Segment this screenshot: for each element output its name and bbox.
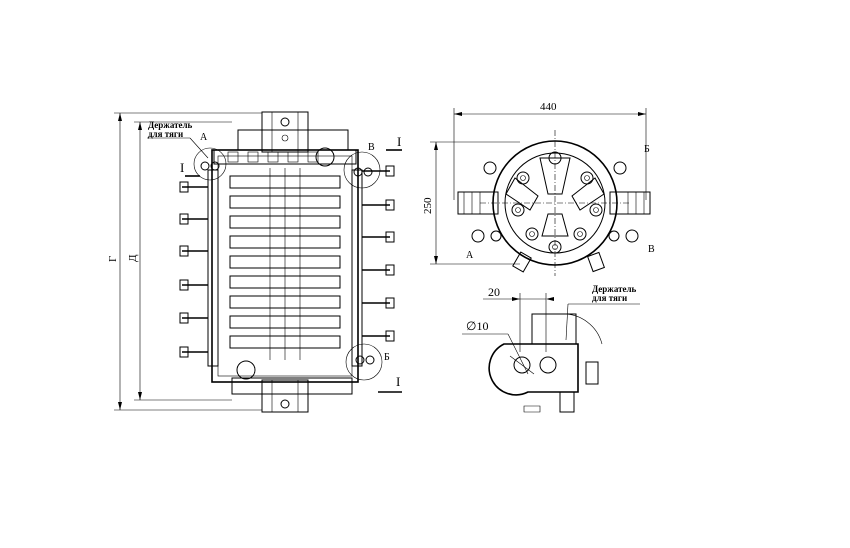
top-bracket	[237, 111, 349, 153]
view-letter-b-front: Б	[384, 352, 390, 363]
detail-circle-a	[193, 147, 227, 181]
detail-circle-b	[345, 343, 383, 381]
holder-label-line1: Держатель	[148, 120, 193, 130]
holder-detail: 20 ∅10 Держатель для тяги	[462, 284, 640, 413]
left-terminals	[179, 181, 208, 358]
holder-detail-line2: для тяги	[592, 293, 627, 303]
dimension-d	[134, 121, 232, 401]
holder-label-line2: для тяги	[148, 129, 183, 139]
contact-rows	[229, 168, 341, 360]
section-mark-top-right: I	[397, 134, 401, 149]
dim-diameter-label: ∅10	[466, 319, 488, 333]
dimension-g	[114, 112, 262, 411]
view-letter-v-front: В	[368, 142, 375, 153]
view-letter-b-plan: Б	[644, 144, 650, 155]
plan-view: 440 250	[422, 101, 655, 276]
holder-detail-line1: Держатель	[592, 284, 637, 294]
section-mark-left: I	[180, 160, 184, 175]
front-view: Г Д	[107, 111, 402, 413]
view-letter-a-front: А	[200, 132, 208, 143]
dim-offset-label: 20	[488, 285, 500, 299]
view-letter-v-plan: В	[648, 244, 655, 255]
dim-width-label: 440	[540, 101, 557, 113]
bottom-bracket	[231, 360, 353, 413]
view-letter-a-plan: А	[466, 250, 474, 261]
section-mark-bottom-right: I	[396, 374, 400, 389]
dim-height-label: 250	[422, 197, 434, 214]
detail-circle-v	[343, 151, 381, 189]
dim-d-label: Д	[127, 254, 139, 262]
header-bar	[213, 147, 357, 167]
right-terminals	[362, 165, 395, 342]
dim-g-label: Г	[107, 256, 119, 262]
